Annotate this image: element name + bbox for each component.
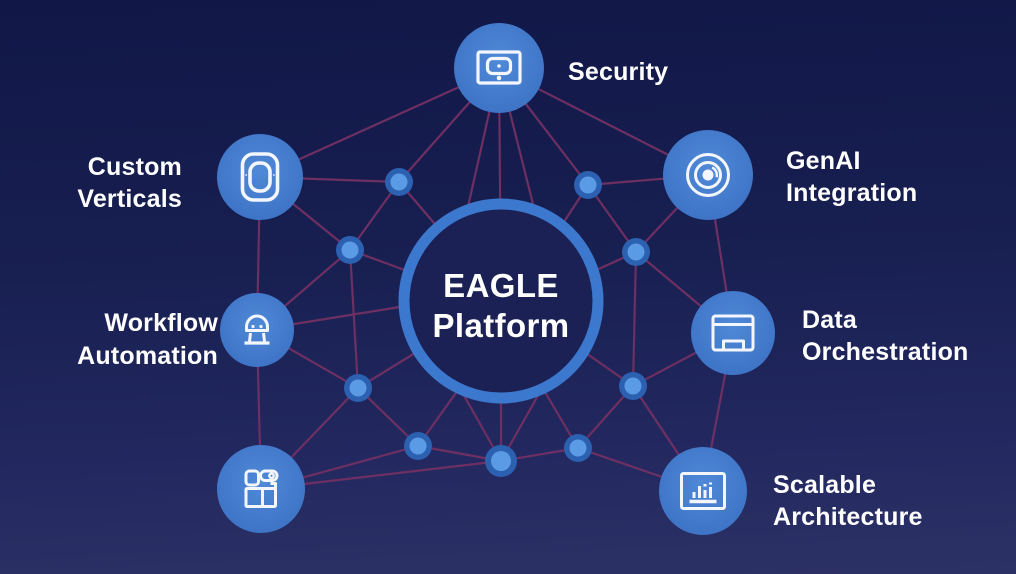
node-security (454, 23, 544, 113)
node-genai-integration (663, 130, 753, 220)
platform-title-line2: Platform (432, 307, 570, 344)
floor-plan-icon (244, 469, 279, 508)
window-panel-icon (711, 314, 755, 352)
label-scalable-architecture: Scalable Architecture (773, 471, 923, 531)
platform-title: EAGLE Platform (381, 266, 621, 346)
node-workflow-automation (220, 293, 294, 367)
screen-lock-icon (476, 50, 522, 85)
label-data-orchestration: Data Orchestration (802, 306, 969, 366)
label-custom-verticals: Custom Verticals (77, 153, 182, 213)
rounded-badge-icon (240, 152, 280, 202)
network-dots (336, 168, 650, 477)
center-ring (398, 198, 604, 404)
node-modules (217, 445, 305, 533)
platform-title-line1: EAGLE (443, 267, 559, 304)
node-scalable-architecture (659, 447, 747, 535)
robot-icon (244, 314, 270, 345)
node-data-orchestration (691, 291, 775, 375)
bar-chart-screen-icon (680, 472, 726, 510)
label-workflow-automation: Workflow Automation (77, 309, 218, 370)
label-genai-integration: GenAI Integration (786, 147, 918, 207)
label-security: Security (568, 58, 669, 86)
concentric-eye-icon (686, 153, 730, 197)
node-custom-verticals (217, 134, 303, 220)
